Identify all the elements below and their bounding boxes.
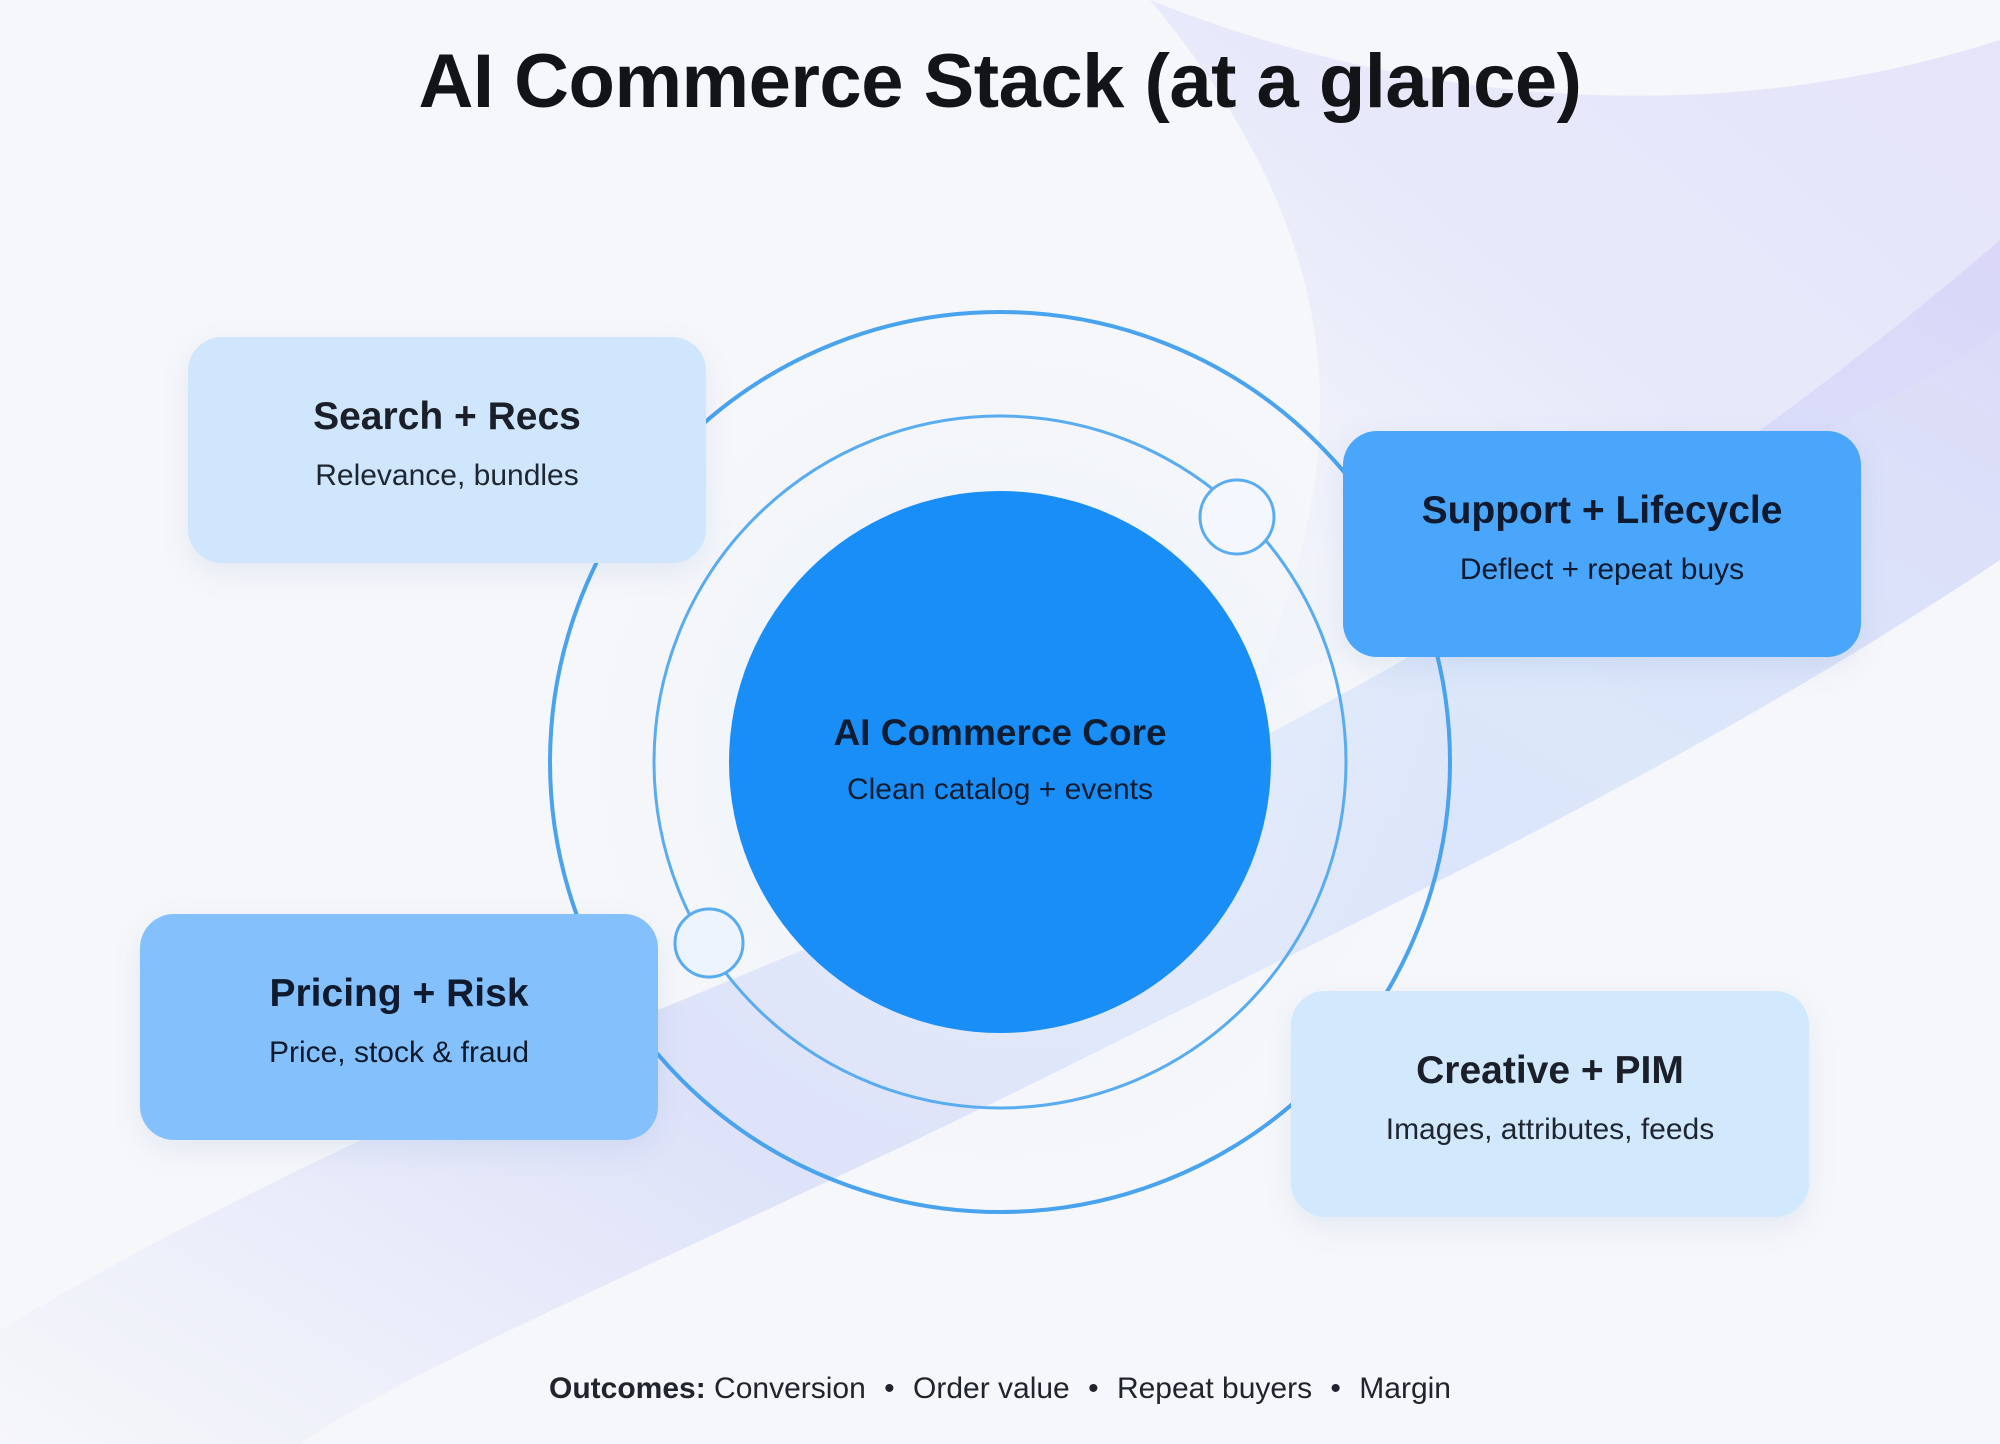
outcome-item: Order value (913, 1372, 1070, 1405)
card-subtitle: Images, attributes, feeds (1385, 1113, 1715, 1146)
outer-orbit-ring (548, 310, 1452, 1214)
card-subtitle: Price, stock & fraud (268, 1036, 530, 1069)
card-creative-pim: Creative + PIM Images, attributes, feeds (1291, 991, 1809, 1217)
inner-orbit-ring (652, 414, 1348, 1110)
outcomes-label: Outcomes: (549, 1372, 706, 1405)
card-title: Creative + PIM (1416, 1049, 1684, 1092)
core-title: AI Commerce Core (833, 712, 1167, 753)
card-title: Search + Recs (313, 395, 581, 438)
card-title: Pricing + Risk (269, 972, 529, 1015)
orbit-node-bottom-left (673, 907, 745, 979)
core-subtitle: Clean catalog + events (846, 773, 1154, 806)
orbit-node-top-right (1198, 478, 1276, 556)
bullet-separator: • (884, 1372, 895, 1405)
card-title: Support + Lifecycle (1421, 489, 1783, 532)
outcomes-line: Outcomes: Conversion • Order value • Rep… (0, 1372, 2000, 1406)
outcome-item: Conversion (714, 1372, 866, 1405)
card-support-lifecycle: Support + Lifecycle Deflect + repeat buy… (1343, 431, 1861, 657)
outcome-item: Margin (1359, 1372, 1451, 1405)
card-pricing-risk: Pricing + Risk Price, stock & fraud (140, 914, 658, 1140)
card-search-recs: Search + Recs Relevance, bundles (188, 337, 706, 563)
card-subtitle: Relevance, bundles (315, 459, 579, 492)
card-subtitle: Deflect + repeat buys (1459, 553, 1745, 586)
core-circle: AI Commerce Core Clean catalog + events (729, 491, 1271, 1033)
bullet-separator: • (1330, 1372, 1341, 1405)
outcome-item: Repeat buyers (1116, 1372, 1313, 1405)
diagram-title: AI Commerce Stack (at a glance) (418, 39, 1582, 124)
bullet-separator: • (1088, 1372, 1099, 1405)
